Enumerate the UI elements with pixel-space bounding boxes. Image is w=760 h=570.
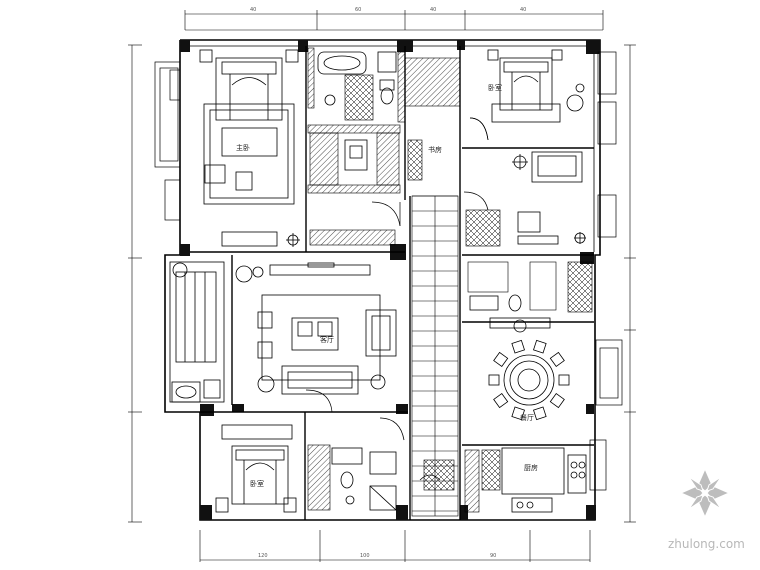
dining-chair (488, 374, 500, 386)
label-bedroom-sw: 卧室 (250, 479, 264, 488)
closets (307, 47, 480, 513)
dining-chair (493, 351, 509, 367)
dimension-lines (128, 10, 636, 562)
zhulong-logo (679, 467, 731, 519)
bed-nw (199, 49, 300, 247)
dining-chair (511, 406, 525, 421)
living-furniture (235, 262, 397, 395)
dining-set (488, 317, 570, 421)
dim-bottom-3: 90 (490, 553, 496, 559)
dining-chair (493, 393, 509, 409)
room-labels: 卧室 书房 客厅 餐厅 厨房 主卧 卧室 (236, 83, 538, 488)
bed-ne (469, 49, 585, 141)
balcony (169, 261, 225, 403)
label-study: 书房 (428, 145, 442, 154)
watermark-text: zhulong.com (668, 537, 745, 551)
windows (154, 51, 623, 491)
bed-sw (215, 417, 405, 513)
label-dining: 餐厅 (520, 413, 534, 422)
study-furniture (463, 151, 586, 245)
dim-top-3: 40 (430, 7, 436, 13)
dim-top-4: 40 (520, 7, 526, 13)
label-bedroom-ne: 卧室 (488, 83, 502, 92)
interior-walls (190, 46, 594, 520)
bathroom-sw (331, 447, 397, 511)
dim-bottom-2: 100 (360, 553, 370, 559)
tile-areas (344, 74, 593, 491)
kitchen-furniture (469, 294, 587, 513)
dining-chair (533, 406, 547, 421)
dining-chair (511, 339, 525, 354)
door-swings (305, 117, 489, 481)
dim-bottom-1: 120 (258, 553, 268, 559)
dining-chair (549, 393, 565, 409)
label-kitchen: 厨房 (524, 463, 538, 472)
wall-columns (180, 40, 600, 520)
dining-chair (533, 339, 547, 354)
label-bedroom-nw: 主卧 (236, 143, 250, 152)
label-living: 客厅 (320, 335, 334, 344)
dimension-text: 40 60 40 40 120 100 90 (250, 7, 526, 559)
dim-top-1: 40 (250, 7, 256, 13)
bathroom-top (317, 51, 397, 171)
dim-top-2: 60 (355, 7, 361, 13)
dining-chair (549, 351, 565, 367)
dining-chair (558, 374, 570, 386)
